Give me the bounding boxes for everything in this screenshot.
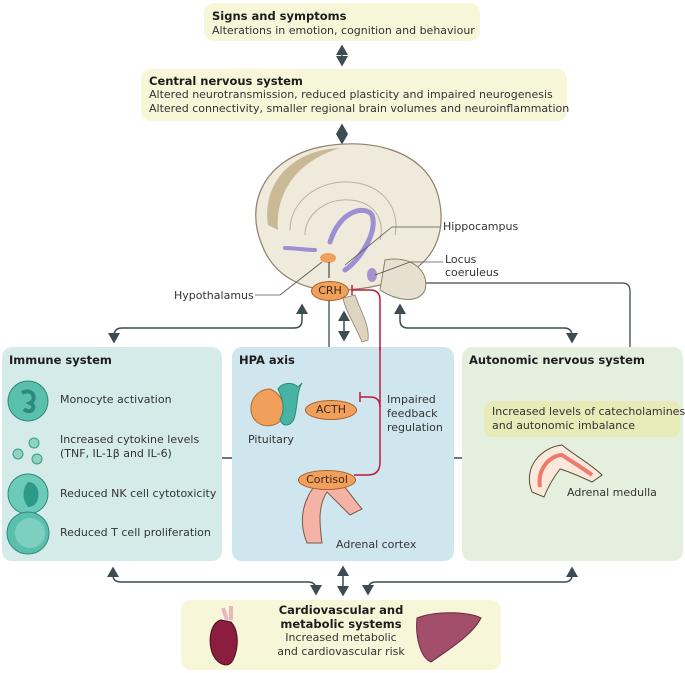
catecholamine-box: Increased levels of catecholamines and a… [484,401,685,437]
arrow-brain-ans [394,303,578,344]
cardio-graphics [209,606,482,666]
cns-box: Central nervous system Altered neurotran… [141,69,570,121]
nk-cell-icon [7,473,49,515]
feedback-label-1: Impaired [387,393,436,406]
pituitary-label: Pituitary [248,433,294,446]
immune-item-cytokine-detail: (TNF, IL-1β and IL-6) [60,447,172,460]
hypothalamus-label: Hypothalamus [174,289,254,302]
immune-system-panel: Immune system Monocyte activation Increa… [2,347,222,561]
adrenal-cortex-label: Adrenal cortex [336,538,417,551]
locus-label-2: coeruleus [445,266,499,279]
immune-item-tcell: Reduced T cell proliferation [60,526,211,539]
immune-item-cytokine: Increased cytokine levels [60,433,200,446]
cns-line2: Altered connectivity, smaller regional b… [149,102,570,115]
hpa-axis-panel: HPA axis Pituitary ACTH Cortisol Impaire… [232,347,454,561]
arrow-brain-immune [108,303,308,344]
liver-icon [416,612,482,663]
acth-hormone: ACTH [305,400,357,420]
cardio-text-1: Increased metabolic [285,631,397,644]
signs-title: Signs and symptoms [212,9,347,23]
cate-line2: and autonomic imbalance [492,419,636,432]
signs-symptoms-box: Signs and symptoms Alterations in emotio… [204,3,480,41]
arrow-locus-ans [370,282,636,397]
feedback-label-2: feedback [387,407,438,420]
cortisol-hormone: Cortisol [298,470,356,490]
feedback-label-3: regulation [387,421,443,434]
hpa-title: HPA axis [239,353,295,367]
immune-icons [6,380,50,555]
autonomic-nervous-system-panel: Autonomic nervous system Increased level… [462,347,685,561]
hippocampus-label: Hippocampus [443,220,519,233]
ans-title: Autonomic nervous system [469,353,645,367]
cardiovascular-metabolic-box: Cardiovascular and metabolic systems Inc… [181,600,501,670]
inhibit-feedback-line [354,347,381,476]
hpa-graphics [250,347,381,544]
pituitary-icon [250,382,303,427]
monocyte-icon [7,380,49,422]
adrenal-medulla-icon [528,444,603,498]
immune-item-monocyte: Monocyte activation [60,393,172,406]
immune-title: Immune system [9,353,112,367]
cns-title: Central nervous system [149,74,303,88]
cardio-title-1: Cardiovascular and [278,603,404,617]
adrenal-medulla-label: Adrenal medulla [567,486,657,499]
immune-item-nk: Reduced NK cell cytotoxicity [60,487,217,500]
locus-label-1: Locus [445,253,477,266]
cardio-text-2: and cardiovascular risk [277,645,405,658]
cytokine-icon [12,437,43,465]
crh-hormone: CRH [311,281,349,301]
cardio-title-2: metabolic systems [280,617,402,631]
heart-icon [209,606,238,666]
cate-line1: Increased levels of catecholamines [492,405,685,418]
arrow-ans-cardio [362,566,578,596]
cns-line1: Altered neurotransmission, reduced plast… [149,88,553,101]
t-cell-icon [6,511,50,555]
signs-text: Alterations in emotion, cognition and be… [212,24,475,37]
arrow-immune-cardio [107,566,322,596]
